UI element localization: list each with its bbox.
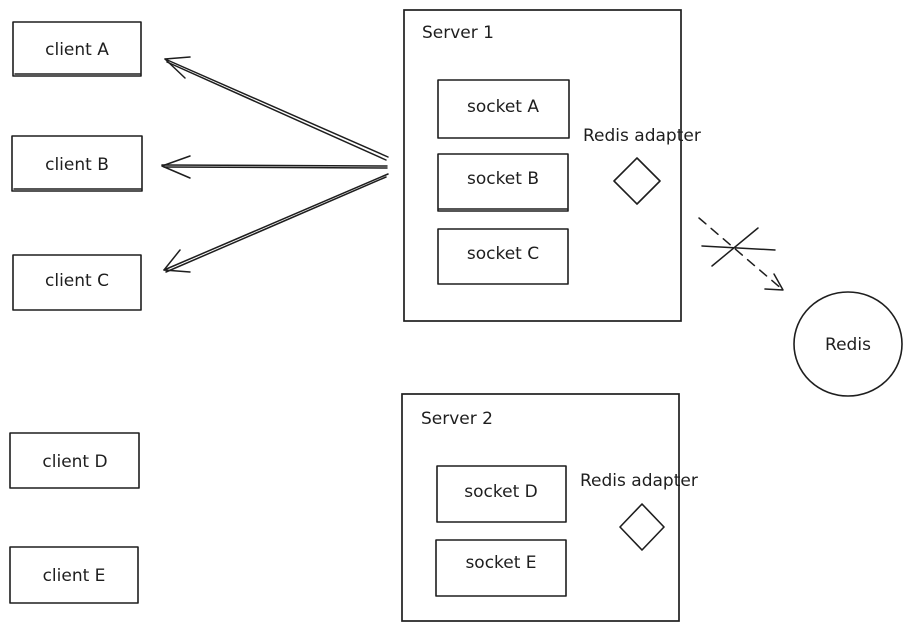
- client-e: client E: [9, 546, 139, 604]
- socket-c-label: socket C: [467, 244, 539, 264]
- server-2-adapter-label: Redis adapter: [580, 471, 698, 491]
- redis-circle: [793, 291, 903, 397]
- client-d: client D: [9, 432, 140, 489]
- client-e-box: [9, 546, 139, 604]
- arrow-to-client-a: [164, 56, 389, 161]
- server-2-title: Server 2: [421, 409, 493, 429]
- client-d-box: [9, 432, 140, 489]
- socket-e: socket E: [435, 539, 567, 597]
- socket-c-box: [437, 228, 569, 285]
- redis-node: Redis: [793, 291, 903, 397]
- server-2-adapter-diamond-icon: [619, 503, 665, 551]
- client-a: client A: [12, 21, 142, 77]
- socket-d-box: [436, 465, 567, 523]
- server-1: Server 1 socket A socket B socket C Redi…: [403, 9, 701, 322]
- socket-a-label: socket A: [467, 97, 539, 117]
- server-2-box: [401, 393, 680, 622]
- client-b-label: client B: [45, 155, 109, 175]
- socket-e-box: [435, 539, 567, 597]
- server-1-adapter-label: Redis adapter: [583, 126, 701, 146]
- socket-e-label: socket E: [465, 553, 536, 573]
- client-a-box: [12, 21, 142, 77]
- client-b-box: [11, 135, 143, 192]
- socket-b-label: socket B: [467, 169, 539, 189]
- server-2: Server 2 socket D socket E Redis adapter: [401, 393, 698, 622]
- socket-d-label: socket D: [464, 482, 537, 502]
- client-c: client C: [12, 254, 142, 311]
- redis-label: Redis: [825, 335, 871, 355]
- socket-c: socket C: [437, 228, 569, 285]
- client-c-box: [12, 254, 142, 311]
- blocked-connection: [698, 217, 784, 291]
- server-1-box: [403, 9, 682, 322]
- client-c-label: client C: [45, 271, 109, 291]
- socket-b: socket B: [437, 153, 569, 212]
- client-e-label: client E: [43, 566, 106, 586]
- arrow-to-client-c: [163, 173, 389, 273]
- client-b: client B: [11, 135, 143, 192]
- socket-a-box: [437, 79, 570, 139]
- socket-a: socket A: [437, 79, 570, 139]
- server-1-title: Server 1: [422, 23, 494, 43]
- client-d-label: client D: [42, 452, 107, 472]
- socket-d: socket D: [436, 465, 567, 523]
- server-1-adapter-diamond-icon: [613, 157, 661, 205]
- client-a-label: client A: [45, 40, 109, 60]
- socket-b-box: [437, 153, 569, 212]
- arrow-to-client-b: [161, 155, 388, 179]
